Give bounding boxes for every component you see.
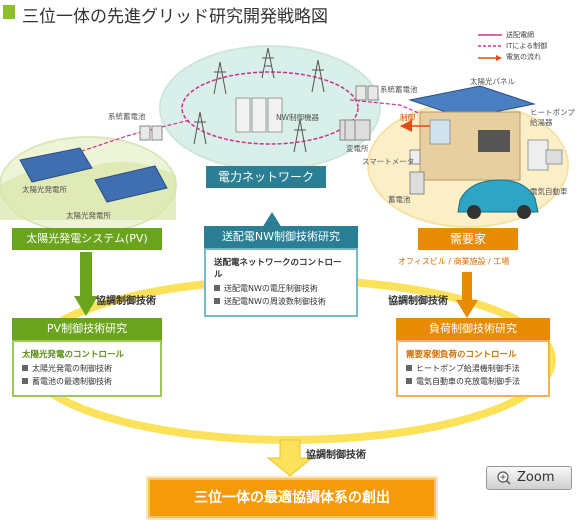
page-title-bar: 三位一体の先進グリッド研究開発戦略図 bbox=[0, 0, 580, 27]
legend-item-it: ITによる制御 bbox=[478, 41, 578, 52]
smart-meter-icon bbox=[409, 149, 421, 165]
pv-research-subtitle: 太陽光発電のコントロール bbox=[22, 350, 125, 360]
pv-research-body: 太陽光発電のコントロール 太陽光発電の制御技術 蓄電池の最適制御技術 bbox=[12, 340, 162, 397]
outcome-banner: 三位一体の最適協調体系の創出 bbox=[148, 478, 436, 518]
nw-research-subtitle: 送配電ネットワークのコントロール bbox=[214, 258, 342, 280]
battery-label: 蓄電池 bbox=[388, 195, 411, 204]
coordination-label-bottom: 協調制御技術 bbox=[306, 450, 366, 461]
zoom-icon bbox=[497, 471, 511, 485]
demand-label: 需要家 bbox=[418, 228, 518, 250]
pv-down-arrow bbox=[74, 252, 98, 316]
load-research-box: 負荷制御技術研究 需要家側負荷のコントロール ヒートポンプ給湯機制御手法 電気自… bbox=[396, 318, 550, 397]
pv-system-label: 太陽光発電システム(PV) bbox=[12, 228, 162, 250]
heatpump-icon bbox=[527, 139, 563, 171]
power-network-label: 電力ネットワーク bbox=[206, 166, 326, 188]
grid-line bbox=[69, 119, 191, 156]
house-icon bbox=[408, 85, 536, 181]
zoom-label: Zoom bbox=[517, 470, 555, 485]
grid-battery-label: 系統蓄電池 bbox=[108, 112, 146, 121]
pv-research-title: PV制御技術研究 bbox=[12, 318, 162, 340]
substation-icon bbox=[339, 119, 371, 141]
pv-research-box: PV制御技術研究 太陽光発電のコントロール 太陽光発電の制御技術 蓄電池の最適制… bbox=[12, 318, 162, 397]
coordination-label-right: 協調制御技術 bbox=[388, 296, 448, 307]
pv-research-item: 蓄電池の最適制御技術 bbox=[22, 376, 152, 387]
load-research-subtitle: 需要家側負荷のコントロール bbox=[406, 350, 517, 360]
load-research-item: ヒートポンプ給湯機制御手法 bbox=[406, 363, 540, 374]
legend-item-flow: 電気の流れ bbox=[478, 52, 578, 63]
nw-research-body: 送配電ネットワークのコントロール 送配電NWの電圧制御技術 送配電NWの周波数制… bbox=[204, 248, 358, 317]
pv-research-item: 太陽光発電の制御技術 bbox=[22, 363, 152, 374]
load-research-item: 電気自動車の充放電制御手法 bbox=[406, 376, 540, 387]
solar-farm-icon bbox=[19, 147, 168, 203]
nw-control-device-label: NW制御機器 bbox=[276, 113, 320, 122]
nw-research-box: 送配電NW制御技術研究 送配電ネットワークのコントロール 送配電NWの電圧制御技… bbox=[204, 226, 358, 317]
page-title: 三位一体の先進グリッド研究開発戦略図 bbox=[22, 7, 328, 27]
ev-icon bbox=[457, 179, 539, 219]
ev-label: 電気自動車 bbox=[530, 187, 568, 196]
load-research-title: 負荷制御技術研究 bbox=[396, 318, 550, 340]
nw-research-title: 送配電NW制御技術研究 bbox=[204, 226, 358, 248]
pylon-icons bbox=[193, 47, 325, 153]
pv-plant-label: 太陽光発電所 bbox=[22, 185, 67, 194]
battery-icon bbox=[409, 171, 425, 195]
control-label: 制御 bbox=[400, 113, 415, 122]
control-arrow-icon bbox=[400, 120, 412, 132]
legend-label: 電気の流れ bbox=[506, 53, 541, 61]
pv-panel-label: 太陽光パネル bbox=[470, 77, 515, 86]
legend-label: 送配電網 bbox=[506, 31, 534, 39]
demand-sublabel: オフィスビル / 商業施設 / 工場 bbox=[398, 257, 510, 266]
network-ring bbox=[181, 71, 359, 145]
heatpump-label: ヒートポンプ 給湯器 bbox=[530, 108, 575, 127]
grid-battery-label: 系統蓄電池 bbox=[380, 85, 418, 94]
nw-control-device-icon bbox=[235, 97, 283, 133]
grid-battery-icon bbox=[355, 85, 379, 101]
legend-item-grid: 送配電網 bbox=[478, 30, 578, 41]
smart-meter-label: スマートメータ bbox=[362, 157, 415, 166]
coordination-label-left: 協調制御技術 bbox=[96, 296, 156, 307]
legend-label: ITによる制御 bbox=[506, 42, 548, 50]
pv-plant-label: 太陽光発電所 bbox=[66, 211, 111, 220]
substation-label: 変電所 bbox=[346, 144, 369, 153]
load-research-body: 需要家側負荷のコントロール ヒートポンプ給湯機制御手法 電気自動車の充放電制御手… bbox=[396, 340, 550, 397]
nw-research-item: 送配電NWの周波数制御技術 bbox=[214, 296, 348, 307]
title-marker bbox=[3, 5, 15, 19]
grid-battery-icon bbox=[139, 125, 163, 141]
nw-research-item: 送配電NWの電圧制御技術 bbox=[214, 283, 348, 294]
zoom-button[interactable]: Zoom bbox=[486, 466, 572, 490]
legend: 送配電網 ITによる制御 電気の流れ bbox=[478, 30, 578, 63]
outcome-arrow bbox=[266, 439, 314, 477]
demand-down-arrow bbox=[456, 272, 478, 318]
